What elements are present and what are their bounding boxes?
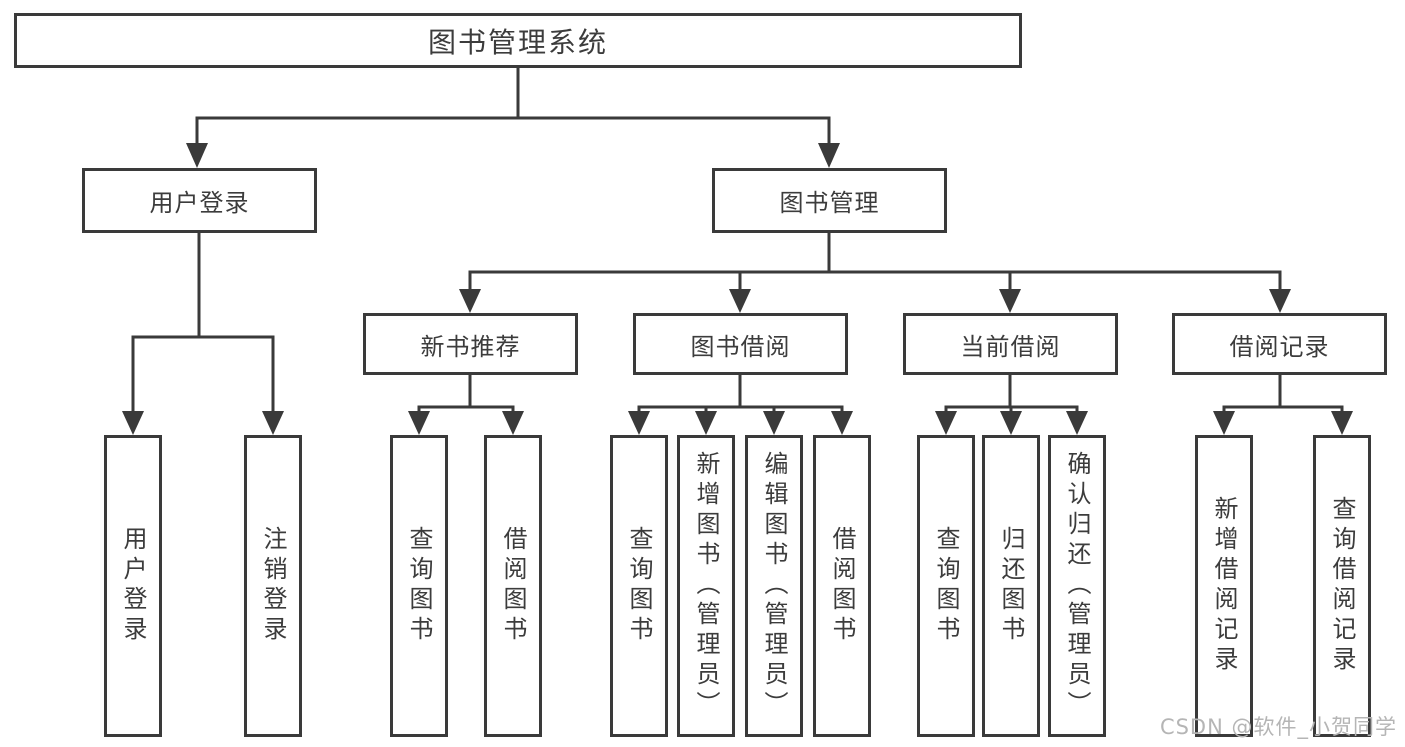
leaf-add-borrow-record: 新增借阅记录 xyxy=(1195,435,1253,737)
arrowhead-borrow-leaf1 xyxy=(628,411,650,435)
arrowhead-userlogin-leaf2 xyxy=(262,411,284,435)
arrowhead-newbook-leaf1 xyxy=(408,411,430,435)
arrowhead-borrow-leaf3 xyxy=(763,411,785,435)
edge-borrow-bar xyxy=(637,405,844,415)
arrowhead-newbook xyxy=(459,289,481,313)
edge-newbook-bar xyxy=(417,405,515,415)
arrowhead-userlogin xyxy=(186,143,208,168)
arrowhead-records-leaf1 xyxy=(1213,411,1235,435)
csdn-watermark: CSDN @软件_小贺同学 xyxy=(1159,715,1397,739)
node-root: 图书管理系统 xyxy=(14,13,1022,68)
edge-current-bar xyxy=(944,405,1079,415)
edge-records-bar xyxy=(1222,405,1344,415)
arrowhead-current-leaf2 xyxy=(1000,411,1022,435)
node-new-book-recommend: 新书推荐 xyxy=(363,313,578,375)
node-current-borrow: 当前借阅 xyxy=(903,313,1118,375)
leaf-borrow-query-books: 查询图书 xyxy=(610,435,668,737)
leaf-edit-books-admin: 编辑图书（管理员） xyxy=(745,435,803,737)
leaf-borrow-books: 借阅图书 xyxy=(813,435,871,737)
arrowhead-current-leaf1 xyxy=(935,411,957,435)
edge-bookmgmt-bar xyxy=(468,270,1282,292)
leaf-return-books: 归还图书 xyxy=(982,435,1040,737)
leaf-user-login: 用户登录 xyxy=(104,435,162,737)
leaf-current-query-books: 查询图书 xyxy=(917,435,975,737)
arrowhead-borrow-leaf2 xyxy=(695,411,717,435)
node-book-borrow: 图书借阅 xyxy=(633,313,848,375)
leaf-query-borrow-record: 查询借阅记录 xyxy=(1313,435,1371,737)
arrowhead-newbook-leaf2 xyxy=(502,411,524,435)
node-book-management: 图书管理 xyxy=(712,168,947,233)
arrowhead-records-leaf2 xyxy=(1331,411,1353,435)
arrowhead-borrow-leaf4 xyxy=(831,411,853,435)
arrowhead-borrow xyxy=(729,289,751,313)
arrowhead-userlogin-leaf1 xyxy=(122,411,144,435)
leaf-newbook-query-books: 查询图书 xyxy=(390,435,448,737)
leaf-newbook-borrow-books: 借阅图书 xyxy=(484,435,542,737)
arrowhead-bookmgmt xyxy=(818,143,840,168)
leaf-confirm-return-admin: 确认归还（管理员） xyxy=(1048,435,1106,737)
arrowhead-current-leaf3 xyxy=(1066,411,1088,435)
edge-root-bar xyxy=(195,116,831,146)
arrowhead-current xyxy=(999,289,1021,313)
leaf-add-books-admin: 新增图书（管理员） xyxy=(677,435,735,737)
leaf-logout: 注销登录 xyxy=(244,435,302,737)
node-user-login: 用户登录 xyxy=(82,168,317,233)
edge-userlogin-bar xyxy=(131,335,275,414)
arrowhead-records xyxy=(1269,289,1291,313)
node-borrow-records: 借阅记录 xyxy=(1172,313,1387,375)
